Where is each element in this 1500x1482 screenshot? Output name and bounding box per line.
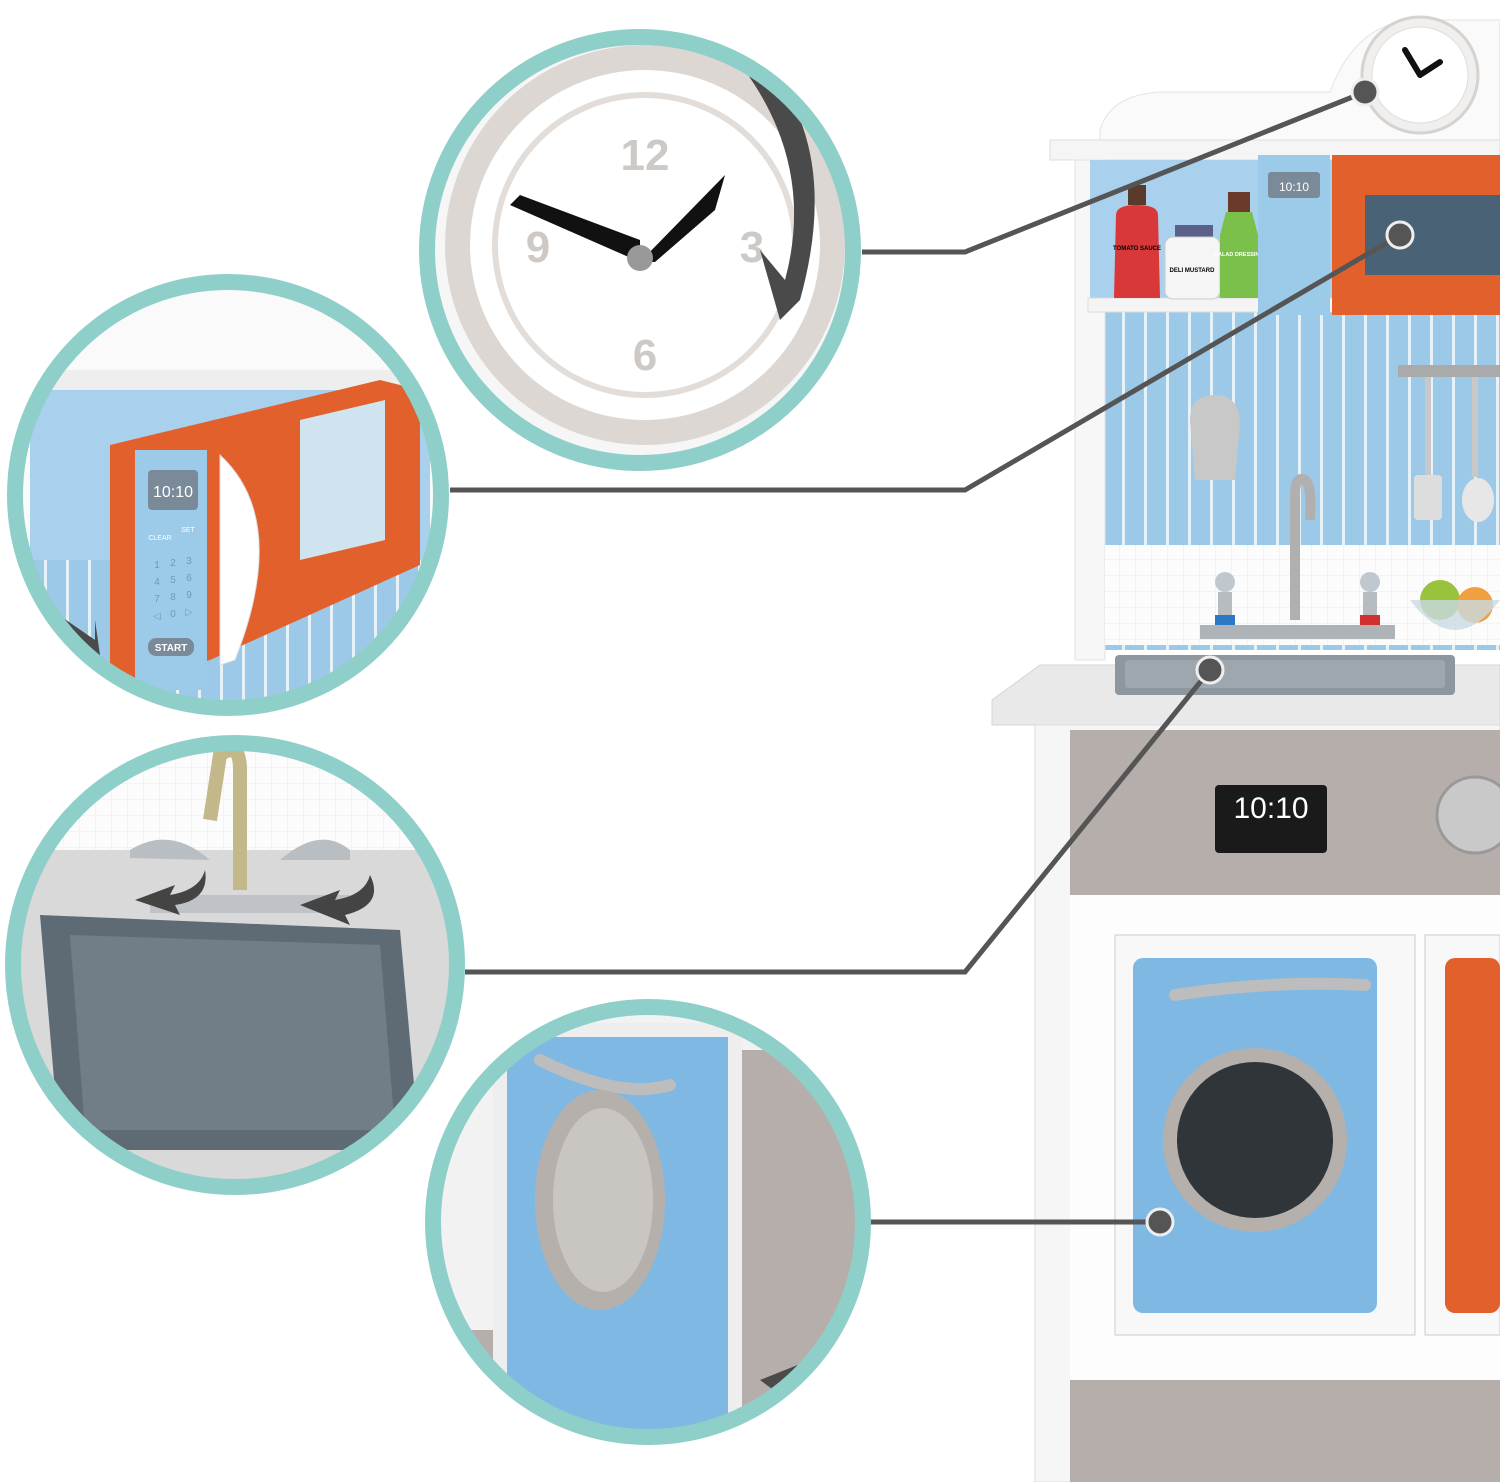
clock-callout: 12 3 6 9 <box>419 29 861 471</box>
rotate-right-arrow-icon <box>300 875 375 925</box>
rotate-arrow-icon <box>720 37 840 320</box>
microwave-set-label: SET <box>181 527 195 534</box>
clock-numeral-12: 12 <box>621 131 670 180</box>
microwave-display: 10:10 <box>153 484 193 501</box>
oven-mitt <box>1190 395 1240 480</box>
washer-door <box>1133 958 1377 1313</box>
svg-text:6: 6 <box>186 573 192 584</box>
svg-text:2: 2 <box>170 558 176 569</box>
oven-knob <box>1435 775 1500 855</box>
svg-text:◁: ◁ <box>153 611 161 622</box>
washer-callout <box>425 999 871 1445</box>
microwave-clear-label: CLEAR <box>148 535 171 542</box>
condiment-bottles: TOMATO SAUCE DELI MUSTARD SALAD DRESSING <box>1113 185 1264 300</box>
deli-mustard-label: DELI MUSTARD <box>1170 268 1216 274</box>
microwave-small-display: 10:10 <box>1279 180 1309 194</box>
kitchen-faucet <box>1200 474 1395 639</box>
svg-text:0: 0 <box>170 609 176 620</box>
callout-lines <box>450 89 1402 1225</box>
svg-text:3: 3 <box>186 556 192 567</box>
kitchen-clock <box>1360 15 1480 135</box>
svg-text:4: 4 <box>154 577 160 588</box>
svg-text:▷: ▷ <box>185 607 193 618</box>
clock-minute-hand <box>640 175 725 262</box>
svg-text:8: 8 <box>170 592 176 603</box>
toy-kitchen: TOMATO SAUCE DELI MUSTARD SALAD DRESSING… <box>991 15 1500 1482</box>
kitchen-microwave: 10:10 <box>1258 155 1500 315</box>
clock-hour-hand <box>510 195 640 262</box>
clock-numeral-9: 9 <box>526 223 550 272</box>
salad-dressing-label: SALAD DRESSING <box>1214 252 1263 258</box>
callout-dots <box>1145 77 1415 1237</box>
svg-text:1: 1 <box>154 560 160 571</box>
clock-numeral-6: 6 <box>633 331 657 380</box>
oven-display <box>1215 785 1327 853</box>
sink-callout <box>5 735 465 1195</box>
svg-text:7: 7 <box>154 594 160 605</box>
clock-numeral-3: 3 <box>740 223 764 272</box>
rotate-left-arrow-icon <box>135 870 206 915</box>
microwave-start-label: START <box>155 643 188 654</box>
svg-text:9: 9 <box>186 590 192 601</box>
oven-display-time: 10:10 <box>1233 792 1308 825</box>
svg-text:5: 5 <box>170 575 176 586</box>
tomato-sauce-label: TOMATO SAUCE <box>1113 246 1161 252</box>
